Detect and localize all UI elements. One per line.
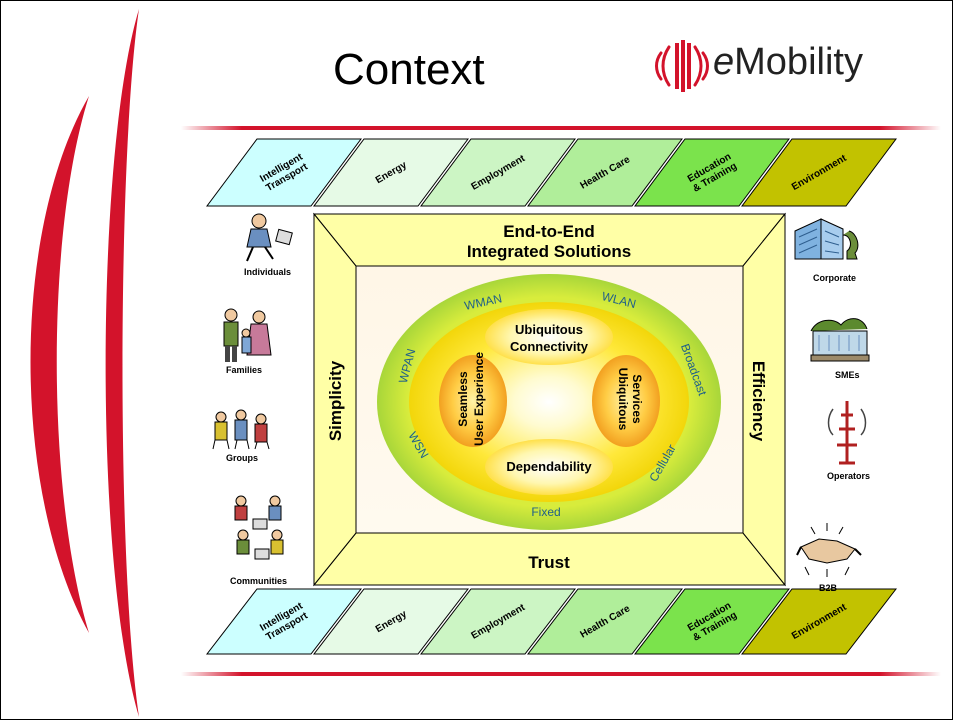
frame-bottom-label: Trust	[528, 553, 570, 572]
core-left-line2: User Experience	[472, 352, 486, 446]
sector-band-top-3	[527, 138, 683, 207]
smes-building-icon	[810, 318, 870, 362]
core-top-line2: Connectivity	[510, 339, 589, 354]
business-label-operators: Operators	[827, 471, 871, 481]
sector-band-bottom-4	[633, 588, 791, 655]
logo-prefix: e	[713, 41, 735, 83]
individual-person-icon	[246, 213, 293, 262]
sector-band-top-0	[206, 138, 362, 207]
corporate-building-icon	[794, 218, 859, 260]
sector-band-bottom-5	[740, 588, 898, 655]
core-right-line1: Ubiquitous	[616, 368, 630, 431]
frame-top-label-line2: Integrated Solutions	[467, 242, 631, 261]
operators-antenna-icon	[827, 401, 867, 465]
core-top-line1: Ubiquitous	[515, 322, 583, 337]
user-label-groups: Groups	[226, 453, 259, 463]
core-left-line1: Seamless	[456, 371, 470, 427]
sector-band-top-5	[741, 138, 897, 207]
sector-band-top-4	[634, 138, 790, 207]
frame-right-label: Efficiency	[749, 361, 768, 442]
user-label-families: Families	[226, 365, 263, 375]
sector-band-bottom-2	[419, 588, 577, 655]
group-people-icon	[212, 409, 270, 450]
ring-label-fixed: Fixed	[531, 505, 560, 519]
user-label-individuals: Individuals	[244, 267, 292, 277]
business-label-b2b: B2B	[819, 583, 838, 593]
sector-band-bottom-1	[312, 588, 470, 655]
sector-band-top-1	[313, 138, 469, 207]
frame-left-label: Simplicity	[326, 360, 345, 441]
b2b-handshake-icon	[796, 523, 862, 577]
sector-band-bottom-0	[205, 588, 363, 655]
core-bottom-label: Dependability	[506, 459, 592, 474]
communities-people-icon	[234, 495, 284, 560]
business-label-corporate: Corporate	[813, 273, 857, 283]
emobility-logo-icon	[655, 40, 709, 92]
sector-band-bottom-3	[526, 588, 684, 655]
family-people-icon	[223, 308, 272, 362]
logo-name: Mobility	[734, 41, 863, 83]
logo-text: eMobility	[713, 41, 863, 84]
page-title: Context	[333, 45, 485, 94]
red-arcs-decoration	[30, 9, 139, 717]
core-right-line2: Services	[630, 374, 644, 424]
business-label-smes: SMEs	[835, 370, 860, 380]
user-label-communities: Communities	[230, 576, 288, 586]
sector-band-top-2	[420, 138, 576, 207]
frame-top-label-line1: End-to-End	[503, 222, 595, 241]
